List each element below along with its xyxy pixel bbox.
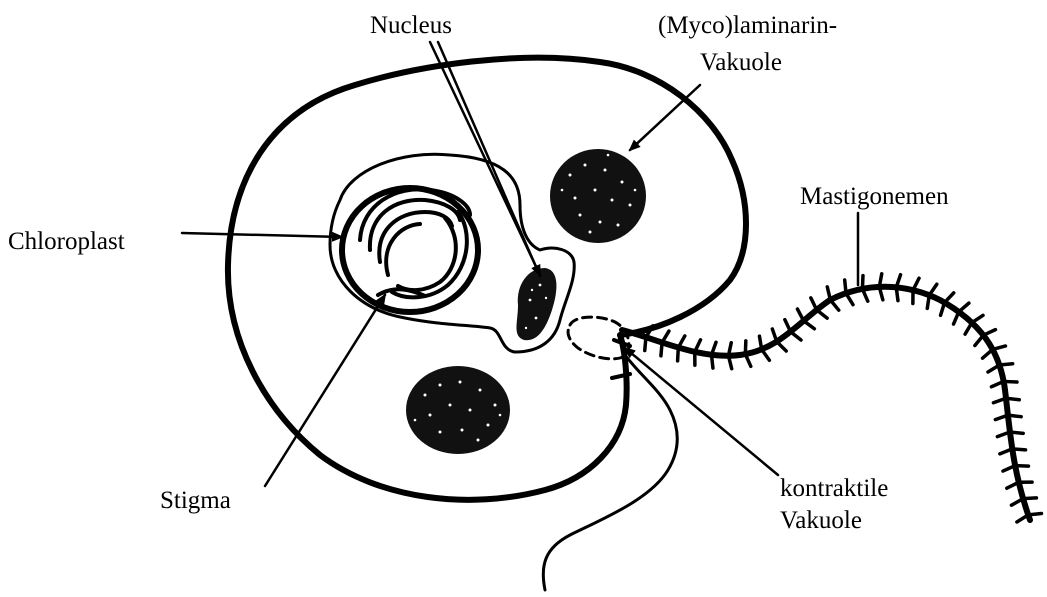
mastigoneme-hair <box>975 335 983 345</box>
mastigoneme-hair <box>797 309 803 321</box>
mastigoneme-hair <box>1006 398 1019 399</box>
mastigoneme-hair <box>941 303 945 316</box>
label-chloroplast: Chloroplast <box>8 228 125 255</box>
mastigoneme-hair <box>791 332 801 340</box>
mastigoneme-hair <box>811 298 817 310</box>
mastigoneme-hair <box>804 321 815 329</box>
mastigoneme-hair <box>661 343 662 356</box>
label-laminarin-line1: (Myco)laminarin- <box>658 12 837 39</box>
mastigoneme-hair <box>1008 415 1021 417</box>
short-flagellum <box>543 355 677 590</box>
mastigoneme-hair <box>896 287 898 300</box>
chloroplast-pointer <box>182 233 342 237</box>
mastigoneme-hair <box>983 349 993 358</box>
mastigoneme-hair <box>1010 432 1023 433</box>
mastigoneme-hair <box>983 330 995 336</box>
mastigoneme-hair <box>993 346 1006 349</box>
contractile-pointer <box>625 348 778 475</box>
mastigoneme-hair <box>1012 449 1025 450</box>
mastigoneme-hair <box>772 329 776 342</box>
mastigoneme-hair <box>830 300 838 310</box>
nucleus <box>517 268 557 340</box>
mastigoneme-hair <box>965 323 972 334</box>
mastigoneme-hair <box>1004 381 1017 382</box>
mastigoneme-hair <box>1023 498 1036 499</box>
label-contractile-line1: kontraktile <box>780 475 888 502</box>
label-mastigonemen: Mastigonemen <box>800 183 949 210</box>
laminarin-vacuole-lower <box>406 366 510 454</box>
mastigoneme-hair <box>945 293 954 303</box>
mastigoneme-hair <box>954 312 959 324</box>
mastigoneme-hair <box>927 295 929 308</box>
label-nucleus: Nucleus <box>370 12 452 39</box>
mastigoneme-hair <box>972 315 983 322</box>
mastigoneme-hair <box>817 310 827 318</box>
mastigoneme-hair <box>762 349 770 360</box>
mastigoneme-hair <box>645 337 646 350</box>
stigma-pointer-from-nucleus <box>438 42 540 276</box>
mastigoneme-hair <box>759 336 761 349</box>
chloroplast <box>342 188 478 312</box>
laminarin-pointer <box>630 85 700 150</box>
mastigoneme-hair <box>862 276 863 289</box>
mastigoneme-hair <box>1028 513 1041 514</box>
mastigoneme-hair <box>999 364 1012 365</box>
label-laminarin-line2: Vakuole <box>700 49 782 76</box>
mastigoneme-hair <box>879 274 881 287</box>
mastigoneme-hair <box>777 342 786 351</box>
mastigoneme-hair <box>712 355 713 368</box>
laminarin-vacuole-upper <box>550 149 646 243</box>
mastigoneme-hair <box>845 280 846 293</box>
mastigoneme-hair <box>827 287 830 300</box>
label-contractile-line2: Vakuole <box>780 507 862 534</box>
mastigoneme-hair <box>785 320 791 332</box>
mastigoneme-hair <box>959 303 969 312</box>
mastigoneme-hair <box>678 348 679 361</box>
label-stigma: Stigma <box>160 487 231 514</box>
